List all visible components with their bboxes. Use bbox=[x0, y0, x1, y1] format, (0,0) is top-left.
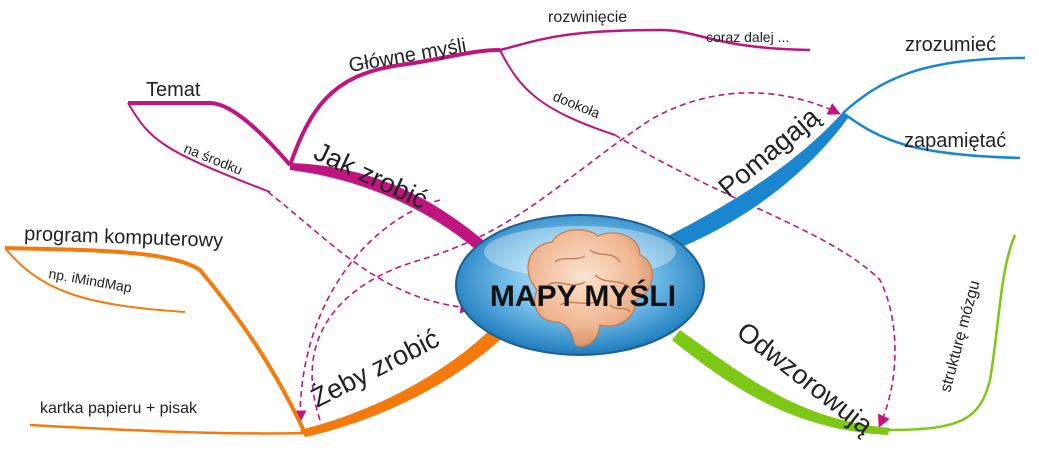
label-zapamietac[interactable]: zapamiętać bbox=[904, 130, 1006, 152]
branch-rozwiniecie-line bbox=[499, 28, 811, 52]
branch-zapamietac-line bbox=[842, 111, 1021, 160]
branch-imindmap-line bbox=[4, 247, 186, 313]
branch-glowne-mysli-line bbox=[288, 48, 501, 166]
branch-odwzorowuja-thick bbox=[672, 330, 890, 435]
dashed-arrow-to-pomagaja bbox=[311, 92, 841, 421]
branch-zrozumiec-line bbox=[842, 56, 1026, 114]
dashed-arrow-na-srodku bbox=[267, 191, 474, 314]
label-rozwiniecie[interactable]: rozwinięcie bbox=[548, 9, 627, 26]
branch-na-srodku-line bbox=[127, 102, 271, 193]
branch-pomagaja-thick bbox=[660, 112, 848, 252]
branch-odwzorowuja bbox=[672, 234, 1017, 435]
center-label: MAPY MYŚLI bbox=[490, 279, 676, 313]
center-node[interactable]: MAPY MYŚLI bbox=[455, 214, 705, 356]
branch-struktura-line bbox=[887, 234, 1017, 432]
label-strukture-mozgu[interactable]: strukturę mózgu bbox=[937, 279, 983, 394]
dashed-connections bbox=[267, 92, 896, 428]
branch-pomagaja bbox=[660, 56, 1026, 252]
label-zeby-zrobic[interactable]: Żeby zrobić bbox=[306, 322, 444, 413]
brain-icon bbox=[527, 229, 653, 347]
dashed-arrow-to-odwzorowuja bbox=[614, 134, 896, 428]
label-odwzorowuja[interactable]: Odwzorowują bbox=[731, 316, 879, 441]
label-glowne-mysli[interactable]: Główne myśli bbox=[347, 35, 468, 77]
label-temat[interactable]: Temat bbox=[146, 79, 201, 101]
label-dookola[interactable]: dookoła bbox=[551, 88, 603, 121]
branch-zeby-zrobic-thick bbox=[300, 325, 500, 437]
label-kartka-papieru[interactable]: kartka papieru + pisak bbox=[40, 400, 198, 417]
label-coraz-dalej[interactable]: coraz dalej ... bbox=[706, 29, 789, 45]
dashed-arrow-left-down bbox=[293, 199, 441, 424]
label-zrozumiec[interactable]: zrozumieć bbox=[905, 34, 996, 56]
branch-dookola-line bbox=[499, 49, 616, 136]
branch-temat-line bbox=[128, 101, 292, 167]
branch-program-line bbox=[4, 246, 307, 434]
label-imindmap[interactable]: np. iMindMap bbox=[47, 265, 133, 295]
branch-kartka-line bbox=[29, 423, 306, 435]
branch-zeby-zrobic bbox=[4, 246, 500, 437]
